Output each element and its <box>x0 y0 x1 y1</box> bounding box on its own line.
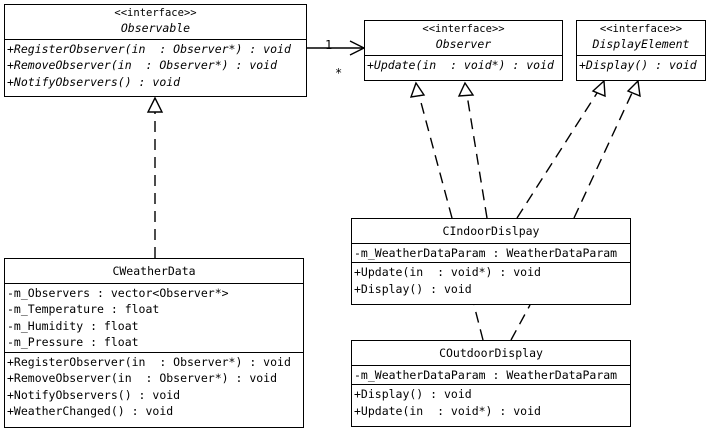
operation: +Update(in : void*) : void <box>367 57 554 72</box>
operations-section: +Update(in : void*) : void <box>365 56 562 75</box>
realization-triangle-observer-1 <box>409 81 426 98</box>
class-observable[interactable]: <<interface>> Observable +RegisterObserv… <box>4 4 307 97</box>
class-header: CIndoorDislpay <box>352 219 630 244</box>
class-observer[interactable]: <<interface>> Observer +Update(in : void… <box>364 20 563 81</box>
attributes-section: -m_WeatherDataParam : WeatherDataParam <box>352 366 630 385</box>
class-header: CWeatherData <box>5 259 303 284</box>
attributes-section: -m_Observers : vector<Observer*> -m_Temp… <box>5 284 303 353</box>
stereotype-label: <<interface>> <box>599 23 683 35</box>
operations-section: +RegisterObserver(in : Observer*) : void… <box>5 40 306 92</box>
realization-indoor-display-1 <box>516 92 598 219</box>
realization-triangle-observable <box>146 96 164 113</box>
operation: +Update(in : void*) : void <box>354 265 541 279</box>
operations-section: +Display() : void <box>577 56 705 75</box>
class-display-element[interactable]: <<interface>> DisplayElement +Display() … <box>576 20 706 81</box>
operation: +Display() : void <box>354 387 472 401</box>
attribute: -m_Observers : vector<Observer*> <box>7 285 229 300</box>
stereotype-label: <<interface>> <box>114 7 197 19</box>
operation: +Display() : void <box>579 57 697 72</box>
stereotype-label: <<interface>> <box>422 23 505 35</box>
operation: +Update(in : void*) : void <box>354 403 541 418</box>
class-name: Observer <box>435 37 492 51</box>
class-header: <<interface>> Observer <box>365 21 562 56</box>
multiplicity-source: 1 <box>325 38 333 52</box>
operation: +NotifyObservers() : void <box>7 74 181 89</box>
class-header: <<interface>> Observable <box>5 5 306 40</box>
outdoor-link-2 <box>510 304 531 341</box>
outdoor-link-1 <box>473 304 484 341</box>
operation: +NotifyObservers() : void <box>7 387 181 402</box>
operation: +RegisterObserver(in : Observer*) : void <box>7 41 291 56</box>
realization-triangle-display-1 <box>591 79 606 98</box>
class-header: <<interface>> DisplayElement <box>577 21 705 56</box>
class-name: COutdoorDisplay <box>439 346 543 360</box>
realization-triangle-display-2 <box>626 79 641 98</box>
attribute: -m_WeatherDataParam : WeatherDataParam <box>354 367 618 382</box>
realization-indoor-display-2 <box>573 92 633 219</box>
class-name: Observable <box>120 21 191 35</box>
operation: +RegisterObserver(in : Observer*) : void <box>7 354 291 369</box>
class-header: COutdoorDisplay <box>352 341 630 366</box>
operations-section: +Update(in : void*) : void +Display() : … <box>352 263 630 298</box>
multiplicity-target: * <box>335 66 343 80</box>
attributes-section: -m_WeatherDataParam : WeatherDataParam <box>352 244 630 263</box>
attribute: -m_WeatherDataParam : WeatherDataParam <box>354 245 618 260</box>
attribute: -m_Humidity : float <box>7 318 139 333</box>
operation: +RemoveObserver(in : Observer*) : void <box>7 58 278 72</box>
class-weather-data[interactable]: CWeatherData -m_Observers : vector<Obser… <box>4 258 304 428</box>
attribute: -m_Pressure : float <box>7 335 139 349</box>
class-name: DisplayElement <box>592 37 690 51</box>
class-outdoor-display[interactable]: COutdoorDisplay -m_WeatherDataParam : We… <box>351 340 631 427</box>
attribute: -m_Temperature : float <box>7 302 160 316</box>
class-indoor-display[interactable]: CIndoorDislpay -m_WeatherDataParam : Wea… <box>351 218 631 305</box>
realization-triangle-observer-2 <box>457 81 475 97</box>
class-name: CIndoorDislpay <box>442 224 540 238</box>
realization-indoor-observer-1 <box>418 94 453 219</box>
operations-section: +RegisterObserver(in : Observer*) : void… <box>5 353 303 421</box>
operation: +RemoveObserver(in : Observer*) : void <box>7 371 278 385</box>
realization-indoor-observer-2 <box>466 94 488 219</box>
operation: +Display() : void <box>354 281 472 296</box>
operation: +WeatherChanged() : void <box>7 404 174 418</box>
class-name: CWeatherData <box>112 264 196 278</box>
operations-section: +Display() : void +Update(in : void*) : … <box>352 385 630 420</box>
